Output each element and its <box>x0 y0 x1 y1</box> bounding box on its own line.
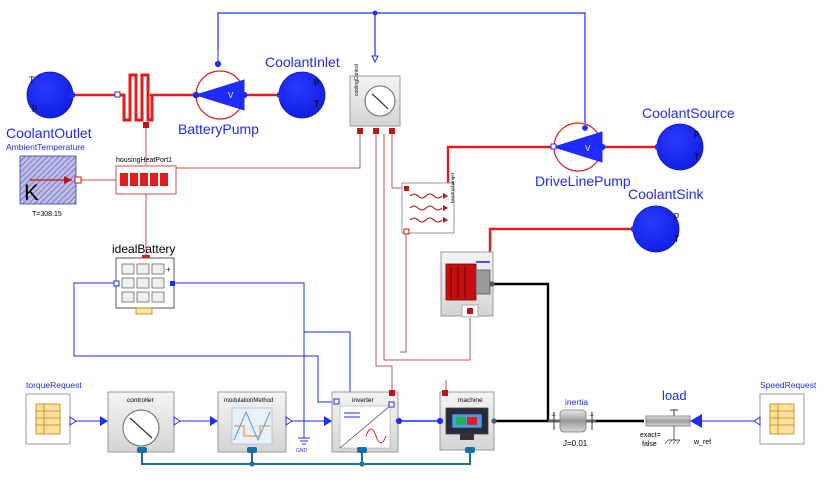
wires <box>70 10 756 467</box>
heat-wire-hx3 <box>400 230 407 353</box>
ambient-temperature-value: T=308.15 <box>32 211 62 218</box>
coolant-inlet-t-label: T <box>314 99 320 109</box>
coolant-sink[interactable]: p T CoolantSink <box>628 186 704 253</box>
controller[interactable]: controller <box>100 391 181 453</box>
speed-request[interactable]: SpeedRequest <box>753 380 817 445</box>
coolant-outlet-label: CoolantOutlet <box>6 125 92 141</box>
cooling-control[interactable]: coolingControl <box>349 55 401 134</box>
coolant-line-sink <box>488 227 632 262</box>
speed-request-label: SpeedRequest <box>760 380 817 390</box>
ideal-battery-label: idealBattery <box>112 242 175 256</box>
coolant-source-p-label: p <box>694 128 699 138</box>
bus-line <box>141 450 471 465</box>
torque-request[interactable]: torqueRequest <box>25 380 82 445</box>
heat-exchanger[interactable]: heatExchanger <box>401 172 455 235</box>
modulation-method-label: modulationMethod <box>224 398 273 404</box>
drive-line-pump-label: DriveLinePump <box>535 173 631 189</box>
heat-wire-control <box>171 134 361 182</box>
machine-label: machine <box>458 397 483 404</box>
signal-wire-top <box>217 12 586 128</box>
drive-pump-v-label: V <box>585 144 591 153</box>
coolant-outlet[interactable]: T p CoolantOutlet <box>6 71 92 141</box>
elec-wire-battery-pos <box>172 282 351 392</box>
coolant-inlet[interactable]: p T CoolantInlet <box>265 54 340 119</box>
heat-wire-machine <box>383 134 471 361</box>
coolant-sink-t-label: T <box>674 234 680 244</box>
coolant-sink-p-label: p <box>674 210 679 220</box>
load-exact-value: false <box>642 441 657 448</box>
svg-text:+: + <box>166 265 171 274</box>
ideal-battery[interactable]: idealBattery + <box>112 242 175 315</box>
ambient-temperature-label: AmbientTemperature <box>6 142 85 152</box>
coolant-source[interactable]: p T CoolantSource <box>642 105 735 171</box>
machine-thermal[interactable] <box>440 251 495 318</box>
heat-wire-hx1 <box>375 134 393 392</box>
drive-line-pump[interactable]: V DriveLinePump <box>535 122 631 189</box>
ambient-k-symbol: K <box>24 180 39 205</box>
ambient-temperature[interactable]: AmbientTemperature K T=308.15 <box>6 142 85 218</box>
coolant-sink-label: CoolantSink <box>628 186 704 202</box>
modulation-method[interactable]: modulationMethod <box>210 391 293 453</box>
coolant-source-label: CoolantSource <box>642 105 735 121</box>
mech-wire-machine-hx <box>494 282 550 421</box>
elec-wire-battery-neg <box>73 282 332 403</box>
coolant-outlet-t-label: T <box>29 75 35 85</box>
gnd-label: GND <box>296 448 308 454</box>
machine[interactable]: machine <box>436 390 497 453</box>
svg-text:⊥: ⊥ <box>589 411 594 418</box>
controller-label: controller <box>127 397 155 404</box>
torque-request-label: torqueRequest <box>26 380 82 390</box>
battery-pump[interactable]: V BatteryPump <box>178 50 259 137</box>
battery-pump-label: BatteryPump <box>178 121 259 137</box>
inverter[interactable]: inverter <box>324 390 403 453</box>
battery-pump-v-label: V <box>228 91 234 100</box>
coolant-source-t-label: T <box>694 152 700 162</box>
svg-text:⊥: ⊥ <box>551 411 556 418</box>
load-exact-label: exact= <box>640 432 661 439</box>
pipe-heat-meander <box>114 73 154 128</box>
load-wref-label: w_ref <box>693 439 711 446</box>
gnd-symbol: GND <box>296 437 310 454</box>
load[interactable]: load exact= false w_ref <box>640 388 711 448</box>
inertia-label: inertia <box>565 397 588 407</box>
load-label: load <box>662 388 687 403</box>
coolant-outlet-p-label: p <box>32 102 37 112</box>
inertia[interactable]: inertia ⊥ ⊥ J=0.01 <box>548 397 596 448</box>
coolant-line-drive <box>446 145 554 183</box>
cooling-control-label: coolingControl <box>354 64 360 96</box>
heat-wire-hx2 <box>391 134 406 189</box>
housing-heat-port-label: housingHeatPort1 <box>116 157 172 164</box>
coolant-inlet-p-label: p <box>314 76 319 86</box>
heat-exchanger-label: heatExchanger <box>450 172 455 203</box>
coolant-inlet-label: CoolantInlet <box>265 54 340 70</box>
inertia-j-value: J=0.01 <box>563 439 588 448</box>
inverter-label: inverter <box>352 397 375 404</box>
housing-heat-port[interactable]: housingHeatPort1 <box>115 157 177 195</box>
